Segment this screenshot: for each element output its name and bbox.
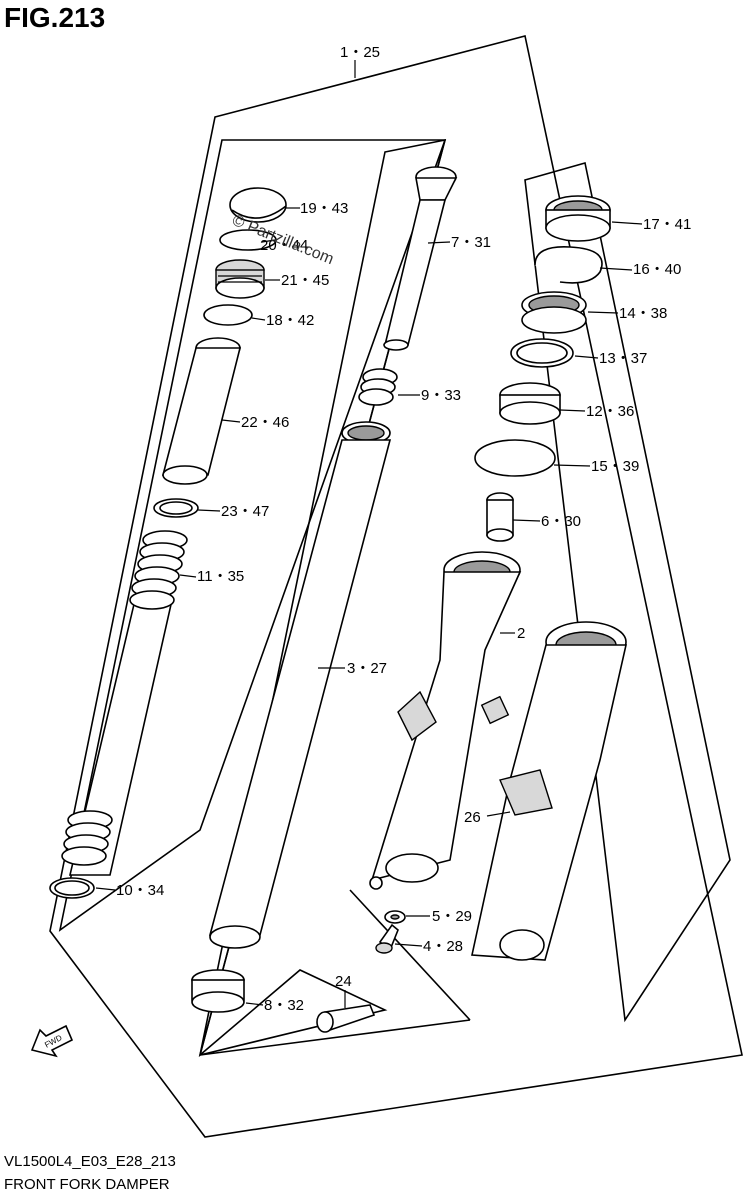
callout-11: 11・35 — [197, 568, 244, 585]
plug-part-21[interactable] — [215, 259, 265, 299]
callout-24: 24 — [335, 973, 352, 990]
oring-part-18[interactable] — [203, 304, 253, 326]
ring-part-10[interactable] — [49, 877, 95, 899]
spring-part-9[interactable] — [358, 368, 398, 406]
callout-4: 4・28 — [423, 938, 463, 955]
washer-part-23[interactable] — [153, 498, 199, 518]
callout-13: 13・37 — [599, 350, 647, 367]
callout-17: 17・41 — [643, 216, 691, 233]
damper-rod-part-7[interactable] — [383, 166, 458, 351]
piece-part-6[interactable] — [486, 492, 514, 542]
bolt-part-24[interactable] — [316, 1004, 376, 1033]
forward-arrow-icon: FWD — [30, 1024, 74, 1058]
callout-10: 10・34 — [116, 882, 164, 899]
callout-26: 26 — [464, 809, 481, 826]
assembly-frame — [49, 35, 743, 1138]
spring-part-11[interactable] — [61, 530, 188, 876]
oil-seal-part-14[interactable] — [521, 291, 587, 334]
callout-2: 2 — [517, 625, 525, 642]
cap-part-19[interactable] — [229, 187, 287, 223]
left-subframe — [58, 139, 447, 932]
outer-tube-part-2[interactable] — [369, 551, 522, 890]
callout-21: 21・45 — [281, 272, 329, 289]
diagram-name: FRONT FORK DAMPER — [4, 1176, 170, 1193]
washer-part-13[interactable] — [510, 338, 574, 368]
callout-6: 6・30 — [541, 513, 581, 530]
callout-9: 9・33 — [421, 387, 461, 404]
bushing-part-12[interactable] — [499, 382, 561, 425]
callout-5: 5・29 — [432, 908, 472, 925]
callout-1: 1・25 — [340, 44, 380, 61]
callout-3: 3・27 — [347, 660, 387, 677]
callout-20: 20・44 — [260, 237, 308, 254]
inner-tube-part-3[interactable] — [208, 421, 392, 949]
bolt-part-4[interactable] — [375, 923, 399, 954]
callout-19: 19・43 — [300, 200, 348, 217]
callout-15: 15・39 — [591, 458, 639, 475]
callout-18: 18・42 — [266, 312, 314, 329]
callout-14: 14・38 — [619, 305, 667, 322]
callout-7: 7・31 — [451, 234, 491, 251]
callout-8: 8・32 — [264, 997, 304, 1014]
figure-title: FIG.213 — [4, 2, 106, 33]
diagram-code: VL1500L4_E03_E28_213 — [4, 1153, 176, 1170]
spacer-part-22[interactable] — [161, 337, 242, 485]
bushing-part-8[interactable] — [191, 969, 245, 1013]
callout-16: 16・40 — [633, 261, 681, 278]
callout-12: 12・36 — [586, 403, 634, 420]
circlip-part-15[interactable] — [474, 439, 556, 477]
clip-part-16[interactable] — [534, 246, 603, 284]
callout-labels: 1・25 19・43 20・44 21・45 18・42 22・46 23・47… — [116, 44, 691, 1014]
gasket-part-5[interactable] — [384, 910, 406, 924]
oring-part-20[interactable] — [219, 229, 277, 251]
callout-22: 22・46 — [241, 414, 289, 431]
outer-tube-part-26[interactable] — [471, 621, 628, 961]
oil-seal-part-17[interactable] — [545, 195, 611, 242]
callout-23: 23・47 — [221, 503, 269, 520]
leader-lines — [95, 207, 643, 1008]
